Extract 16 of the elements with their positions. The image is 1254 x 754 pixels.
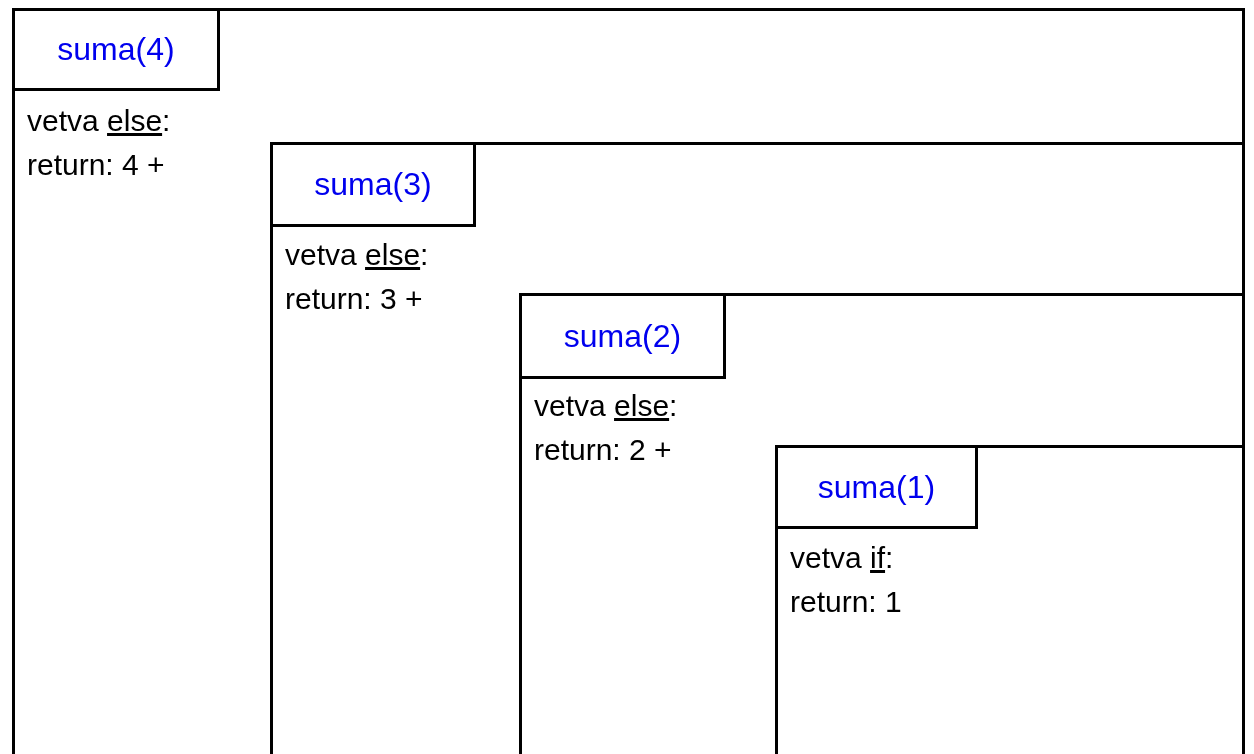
code-line: return: 2 + [534, 432, 672, 468]
call-frame [270, 142, 1245, 754]
code-line: return: 1 [790, 584, 902, 620]
call-tab: suma(4) [12, 8, 220, 91]
call-tab: suma(3) [270, 142, 476, 227]
call-tab: suma(2) [519, 293, 726, 379]
code-line: return: 3 + [285, 281, 423, 317]
call-frame [12, 8, 1245, 754]
code-line: vetva if: [790, 540, 894, 576]
code-line: vetva else: [27, 103, 171, 139]
call-frame [519, 293, 1245, 754]
code-line: vetva else: [534, 388, 678, 424]
call-frame [775, 445, 1245, 754]
call-tab: suma(1) [775, 445, 978, 529]
code-line: vetva else: [285, 237, 429, 273]
code-line: return: 4 + [27, 147, 165, 183]
